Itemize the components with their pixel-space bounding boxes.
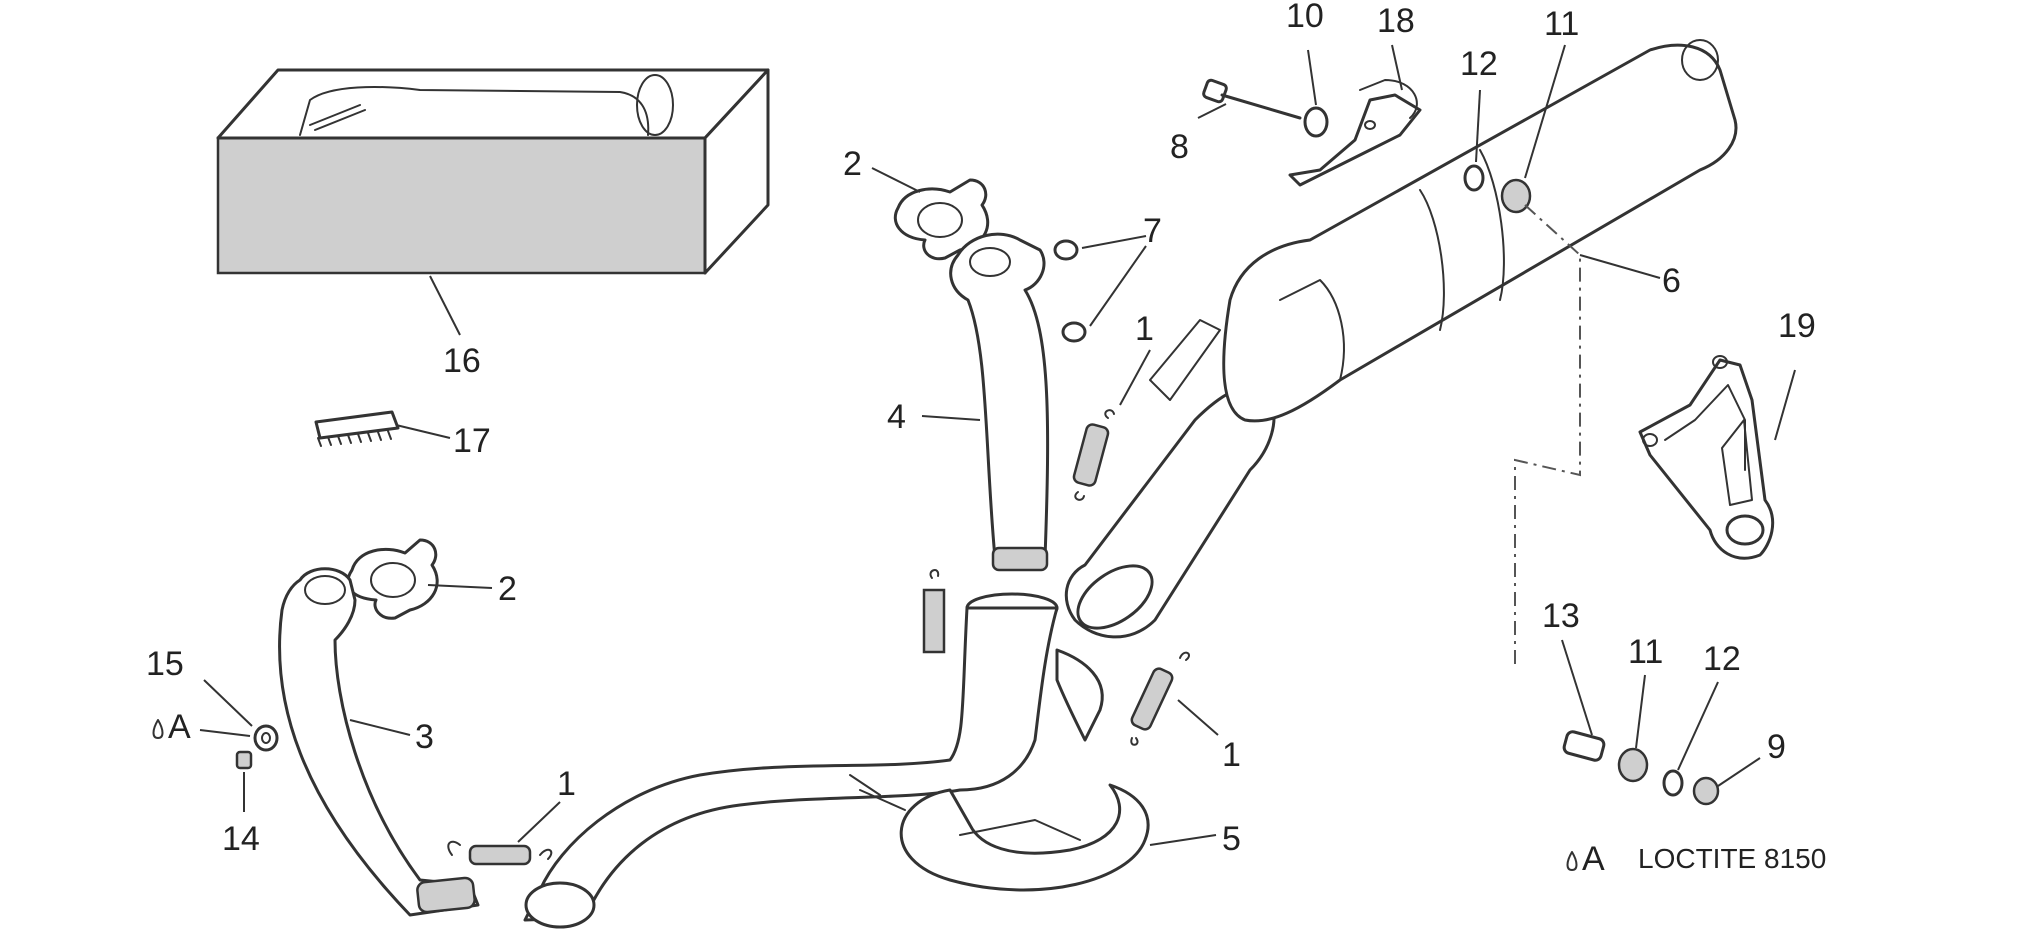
part-5-header-pipe: 5 — [523, 592, 1241, 929]
callout-11-lower: 11 — [1628, 633, 1663, 671]
callout-1-lower: 1 — [557, 765, 576, 803]
callout-13: 13 — [1542, 597, 1580, 635]
legend: A LOCTITE 8150 — [1566, 840, 1826, 878]
callout-17: 17 — [453, 422, 491, 460]
callout-12-lower: 12 — [1703, 640, 1741, 678]
callout-12-upper: 12 — [1460, 45, 1498, 83]
part-18-bracket: 18 — [1288, 2, 1422, 187]
part-4-front-pipe: 4 — [887, 232, 1050, 572]
part-7-nuts: 7 — [1053, 212, 1162, 343]
legend-marker: A — [1582, 840, 1605, 878]
part-6-silencer: 6 — [1064, 39, 1738, 639]
part-11-bushing-upper: 11 — [1500, 5, 1579, 214]
part-3-rear-pipe: 3 — [278, 567, 480, 917]
callout-2-upper: 2 — [843, 145, 862, 183]
callout-6: 6 — [1662, 262, 1681, 300]
callout-15: 15 — [146, 645, 184, 683]
callout-4: 4 — [887, 398, 906, 436]
part-19-support-bracket: 19 — [1638, 307, 1816, 560]
callout-1-upper: 1 — [1135, 310, 1154, 348]
part-8-bolt: 8 — [1170, 78, 1302, 166]
callout-1-right: 1 — [1222, 736, 1241, 774]
callout-16: 16 — [443, 342, 481, 380]
callout-19: 19 — [1778, 307, 1816, 345]
part-9-nut: 9 — [1692, 728, 1786, 806]
part-2-gasket-upper: 2 — [843, 145, 990, 261]
callout-2-lower: 2 — [498, 570, 517, 608]
legend-text: LOCTITE 8150 — [1638, 843, 1826, 874]
part-15-washer: 15 A — [146, 645, 279, 752]
callout-8: 8 — [1170, 128, 1189, 166]
callout-7: 7 — [1143, 212, 1162, 250]
drop-icon — [1566, 851, 1578, 871]
part-11-bushing-lower: 11 — [1617, 633, 1663, 783]
part-14-screw: 14 — [222, 750, 260, 858]
callout-9: 9 — [1767, 728, 1786, 766]
part-1-spring-middle: 1 — [922, 569, 946, 654]
part-2-gasket-lower: 2 — [346, 538, 517, 620]
part-13-spacer: 13 — [1542, 597, 1606, 762]
part-1-spring-upper: 1 — [1072, 310, 1154, 501]
part-17-label: 17 — [314, 410, 491, 460]
callout-14: 14 — [222, 820, 260, 858]
callout-18: 18 — [1377, 2, 1415, 40]
part-16-box: 16 — [216, 68, 770, 380]
adhesive-marker: A — [168, 708, 191, 746]
callout-5: 5 — [1222, 820, 1241, 858]
part-10-washer: 10 — [1286, 0, 1329, 138]
part-12-washer-lower: 12 — [1662, 640, 1741, 797]
part-1-spring-lower: 1 — [447, 765, 576, 866]
callout-11-upper: 11 — [1544, 5, 1579, 43]
callout-3: 3 — [415, 718, 434, 756]
part-1-spring-right: 1 — [1130, 651, 1241, 774]
assembly-centerline — [1514, 204, 1581, 665]
callout-10: 10 — [1286, 0, 1324, 35]
part-12-washer-upper: 12 — [1460, 45, 1498, 192]
